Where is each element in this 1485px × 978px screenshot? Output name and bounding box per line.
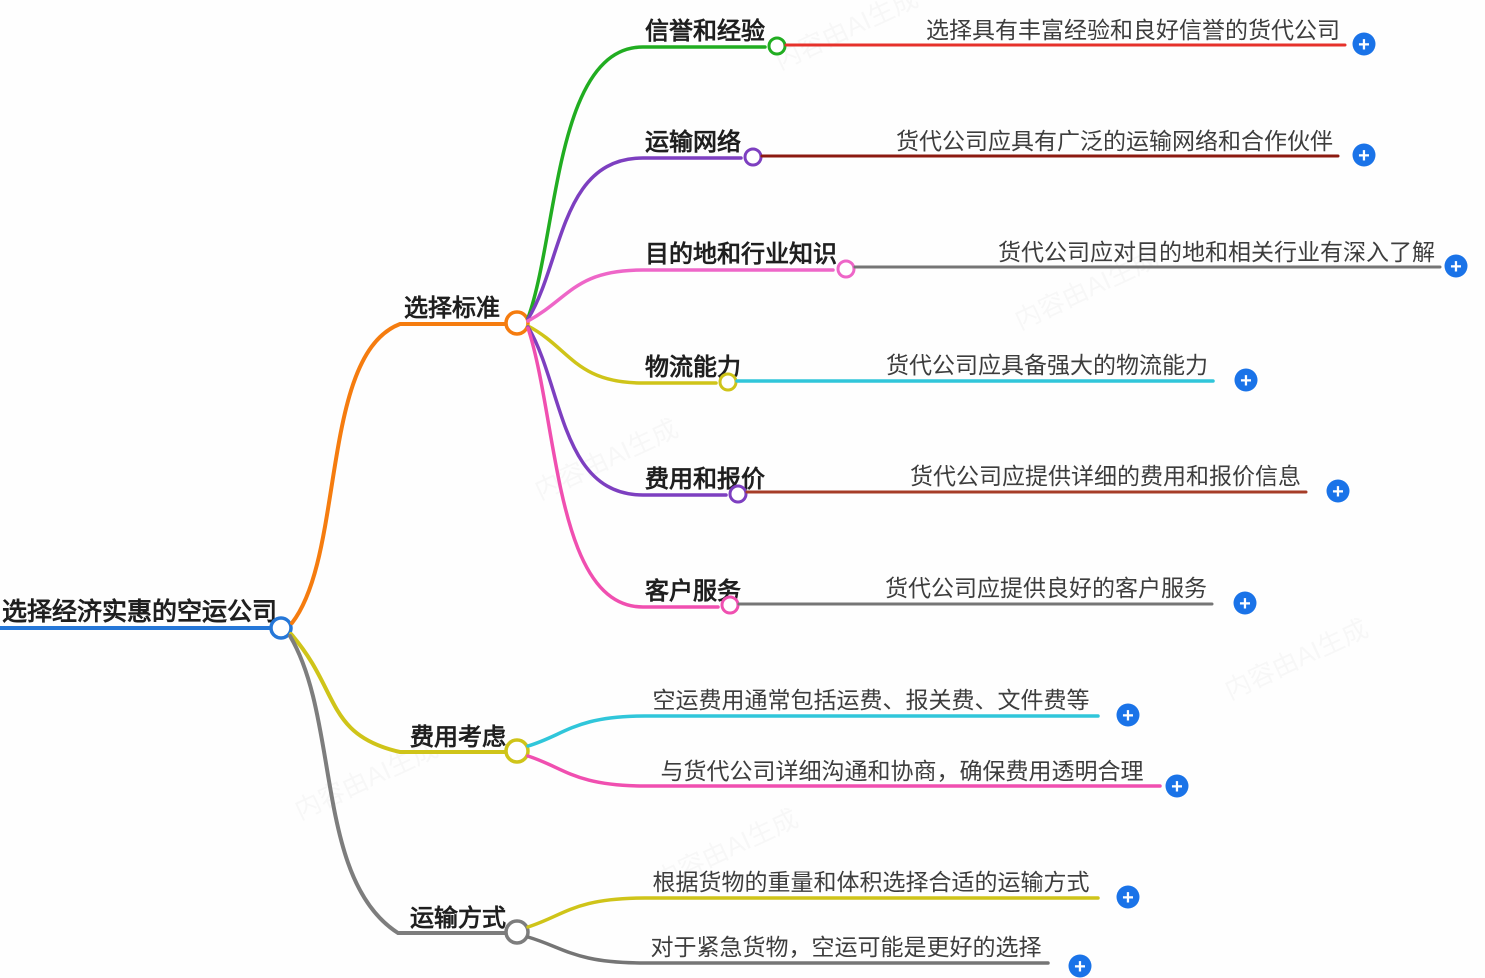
service-node-handle[interactable] <box>720 595 740 615</box>
mode-branch-connector <box>288 634 507 935</box>
plus-icon: + <box>1074 956 1086 978</box>
cost-branch-handle[interactable] <box>504 738 530 764</box>
mode-urgent-leaf-text[interactable]: 对于紧急货物，空运可能是更好的选择 <box>651 934 1042 960</box>
plus-icon: + <box>1122 705 1134 727</box>
mode-urgent-leaf-underline <box>526 935 1050 965</box>
plus-button-circle[interactable] <box>1326 479 1350 503</box>
plus-icon: + <box>1240 370 1252 392</box>
plus-button-circle[interactable] <box>1165 774 1189 798</box>
plus-button-circle[interactable] <box>1116 703 1140 727</box>
root-node-label[interactable]: 选择经济实惠的空运公司 <box>2 597 277 626</box>
add-node-button[interactable]: + <box>1326 479 1350 504</box>
add-node-button[interactable]: + <box>1352 32 1376 57</box>
mode-selection-leaf-text[interactable]: 根据货物的重量和体积选择合适的运输方式 <box>653 869 1090 895</box>
cost-branch-connector <box>289 632 507 754</box>
network-node-handle[interactable] <box>743 147 763 167</box>
plus-button-circle[interactable] <box>1234 368 1258 392</box>
plus-button-circle[interactable] <box>1233 591 1257 615</box>
add-node-button[interactable]: + <box>1444 254 1468 279</box>
criteria-branch-label[interactable]: 选择标准 <box>404 295 500 322</box>
mode-selection-leaf-underline <box>526 896 1100 929</box>
destination-node-handle[interactable] <box>836 259 856 279</box>
quotes-node-handle[interactable] <box>728 484 748 504</box>
destination-node-connector <box>526 268 835 323</box>
add-node-button[interactable]: + <box>1233 591 1257 616</box>
watermark-text: 内容由AI生成 <box>1220 613 1373 706</box>
plus-button-circle[interactable] <box>1444 254 1468 278</box>
reputation-node-connector <box>526 45 767 320</box>
reputation-leaf-text[interactable]: 选择具有丰富经验和良好信誉的货代公司 <box>926 17 1340 43</box>
plus-button-circle[interactable] <box>1116 885 1140 909</box>
root-node-handle[interactable] <box>269 616 293 640</box>
add-node-button[interactable]: + <box>1352 143 1376 168</box>
plus-icon: + <box>1171 776 1183 798</box>
logistics-node-connector <box>526 324 718 385</box>
plus-button-circle[interactable] <box>1352 143 1376 167</box>
service-node-connector <box>526 326 720 609</box>
plus-icon: + <box>1122 887 1134 909</box>
network-leaf-text[interactable]: 货代公司应具有广泛的运输网络和合作伙伴 <box>896 128 1333 154</box>
add-node-button[interactable]: + <box>1116 703 1140 728</box>
quotes-node-label[interactable]: 费用和报价 <box>645 466 766 493</box>
plus-icon: + <box>1358 34 1370 56</box>
destination-node-label[interactable]: 目的地和行业知识 <box>645 240 837 268</box>
plus-icon: + <box>1450 256 1462 278</box>
plus-icon: + <box>1239 593 1251 615</box>
mode-branch-handle[interactable] <box>504 919 530 945</box>
watermark-text: 内容由AI生成 <box>770 0 923 75</box>
plus-icon: + <box>1358 145 1370 167</box>
criteria-branch-handle[interactable] <box>504 310 530 336</box>
reputation-node-handle[interactable] <box>767 36 787 56</box>
cost-negotiation-leaf-underline <box>526 754 1162 788</box>
mode-branch-label[interactable]: 运输方式 <box>410 904 506 932</box>
reputation-node-label[interactable]: 信誉和经验 <box>645 17 765 45</box>
network-node-label[interactable]: 运输网络 <box>645 128 741 156</box>
cost-branch-label[interactable]: 费用考虑 <box>410 724 506 751</box>
criteria-branch-connector <box>290 322 507 625</box>
quotes-node-connector <box>526 325 728 497</box>
quotes-leaf-text[interactable]: 货代公司应提供详细的费用和报价信息 <box>910 463 1301 489</box>
cost-components-leaf-underline <box>526 714 1100 748</box>
add-node-button[interactable]: + <box>1068 954 1092 978</box>
plus-button-circle[interactable] <box>1352 32 1376 56</box>
logistics-leaf-text[interactable]: 货代公司应具备强大的物流能力 <box>886 352 1208 378</box>
add-node-button[interactable]: + <box>1234 368 1258 393</box>
add-node-button[interactable]: + <box>1116 885 1140 910</box>
plus-icon: + <box>1332 481 1344 503</box>
destination-leaf-text[interactable]: 货代公司应对目的地和相关行业有深入了解 <box>998 239 1435 265</box>
cost-negotiation-leaf-text[interactable]: 与货代公司详细沟通和协商，确保费用透明合理 <box>661 758 1144 784</box>
service-leaf-text[interactable]: 货代公司应提供良好的客户服务 <box>885 575 1207 601</box>
cost-components-leaf-text[interactable]: 空运费用通常包括运费、报关费、文件费等 <box>653 687 1090 713</box>
plus-button-circle[interactable] <box>1068 954 1092 978</box>
add-node-button[interactable]: + <box>1165 774 1189 799</box>
logistics-node-handle[interactable] <box>718 372 738 392</box>
network-node-connector <box>526 156 743 321</box>
